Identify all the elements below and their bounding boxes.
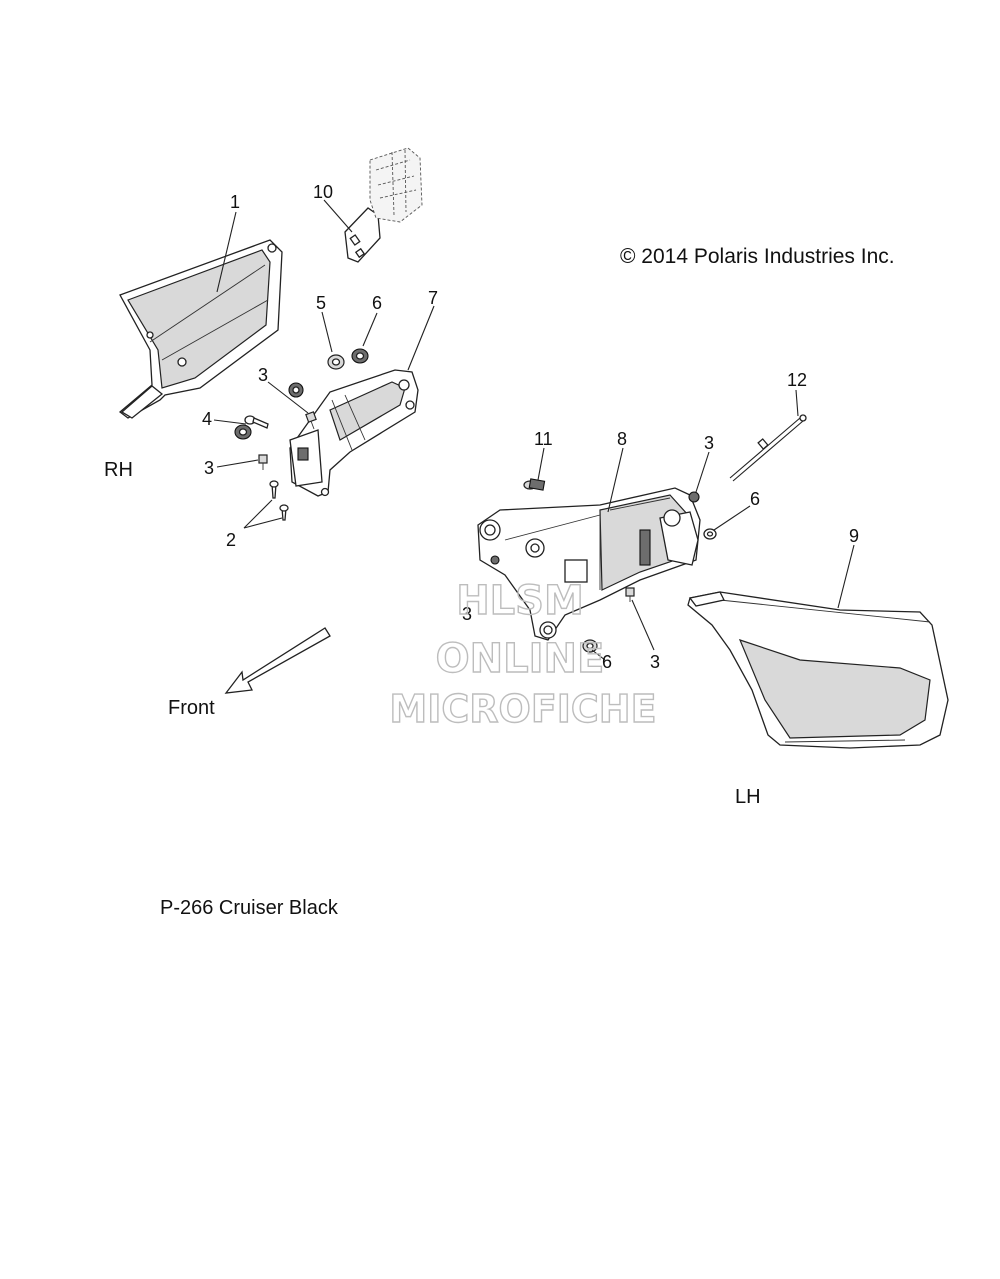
callout-3: 3	[258, 365, 268, 385]
part-3-bolt-rh-lower	[258, 454, 268, 470]
callout-6: 6	[750, 489, 760, 509]
part-grommet-rh	[234, 382, 304, 440]
callout-10: 10	[313, 182, 333, 202]
watermark: HLSM ONLINE MICROFICHE	[389, 577, 658, 731]
callout-12: 12	[787, 370, 807, 390]
part-5-nut	[327, 354, 345, 370]
part-10-clip-relay	[344, 147, 423, 263]
callout-11: 11	[534, 429, 553, 449]
part-11-stud	[523, 478, 546, 491]
front-direction-arrow	[224, 627, 331, 694]
part-9-lh-side-cover	[687, 591, 949, 749]
front-direction-label: Front	[168, 697, 215, 719]
part-4-screw	[244, 415, 269, 429]
part-3-bolt-rh-upper	[305, 411, 317, 430]
leader-lines	[213, 199, 855, 661]
callout-2: 2	[226, 530, 236, 550]
part-3-nut-lh-left	[490, 555, 500, 565]
callout-9: 9	[849, 526, 859, 546]
callout-3: 3	[204, 458, 214, 478]
callout-3: 3	[462, 604, 472, 624]
part-3-nut-lh-top	[688, 491, 700, 503]
diagram-footer: P-266 Cruiser Black	[160, 897, 339, 919]
callout-4: 4	[202, 409, 212, 429]
copyright-notice: © 2014 Polaris Industries Inc.	[620, 245, 895, 268]
part-6-washer-lh-bottom	[582, 639, 598, 653]
lh-side-label: LH	[735, 786, 761, 808]
part-6-grommet-top	[351, 348, 369, 364]
callout-6: 6	[372, 293, 382, 313]
part-1-rh-side-cover	[118, 239, 283, 419]
callout-6: 6	[602, 652, 612, 672]
watermark-line-2: ONLINE	[436, 636, 605, 682]
watermark-line-1: HLSM	[456, 578, 584, 624]
rh-side-label: RH	[104, 459, 133, 481]
callout-numbers: 1 10 5 6 7 3 4 3 2 11 8 3 12 6 9 3 3 6	[202, 182, 859, 672]
callout-1: 1	[230, 192, 240, 212]
watermark-line-3: MICROFICHE	[389, 687, 656, 731]
callout-7: 7	[428, 288, 438, 308]
part-8-lh-bracket	[477, 487, 701, 641]
callout-5: 5	[316, 293, 326, 313]
part-12-cable-tie	[729, 414, 807, 482]
callout-3: 3	[704, 433, 714, 453]
part-7-rh-bracket	[289, 369, 419, 497]
part-2-pins	[269, 480, 289, 521]
callout-3: 3	[650, 652, 660, 672]
part-6-washer-lh-right	[703, 528, 717, 540]
callout-8: 8	[617, 429, 627, 449]
part-3-bolt-lh-bottom	[625, 587, 635, 602]
